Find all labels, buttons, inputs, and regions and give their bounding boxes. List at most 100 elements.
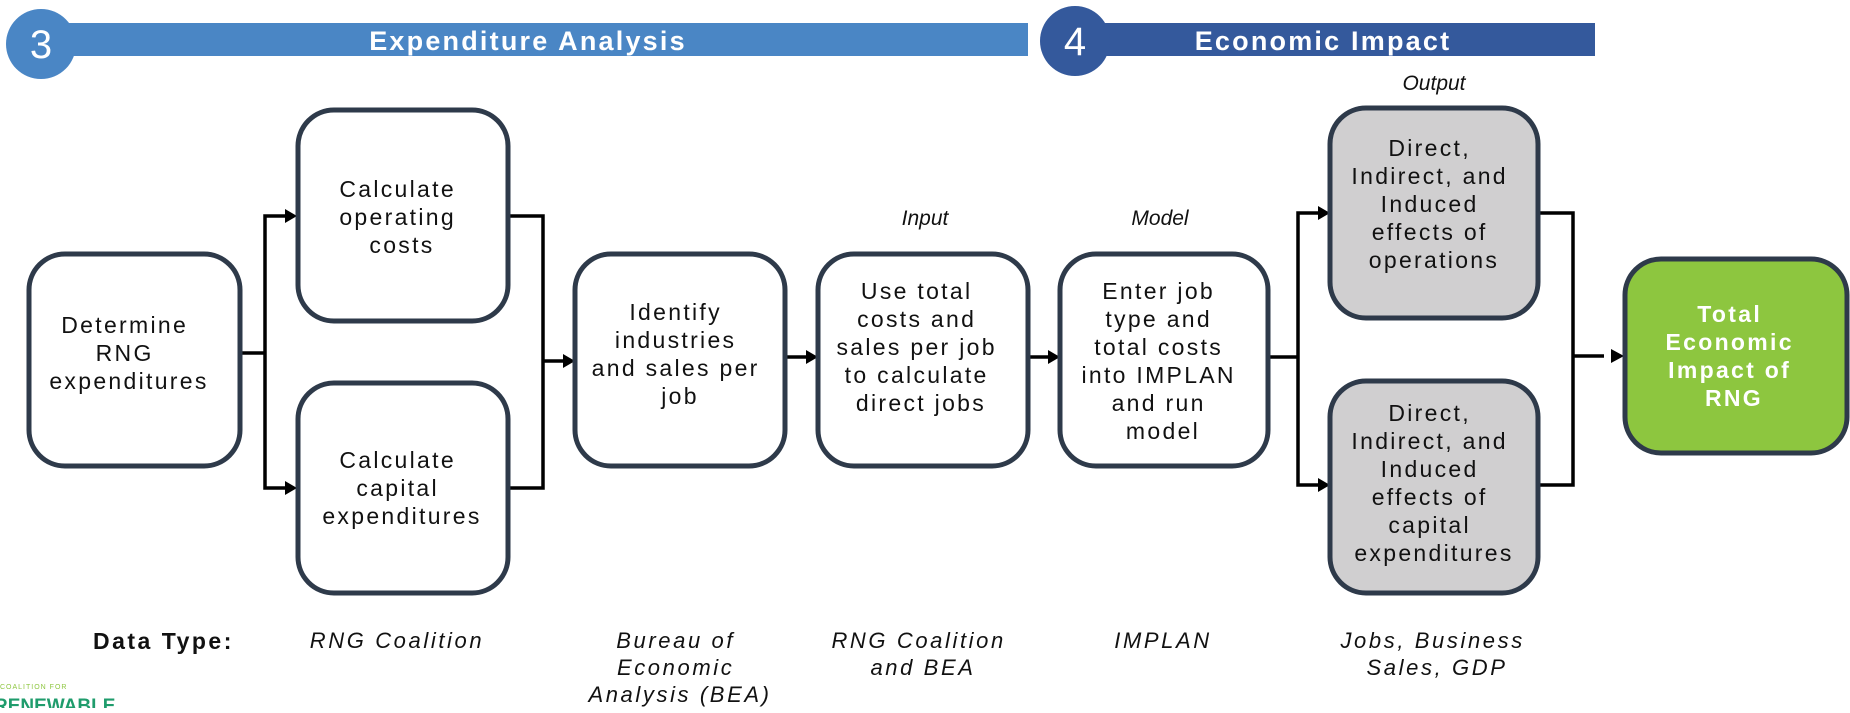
- arrowhead-identify: [563, 354, 575, 368]
- data-type-bea: Bureau of Economic Analysis (BEA): [586, 628, 771, 707]
- box-line: job: [660, 383, 699, 409]
- box-enter-job-type: Enter job type and total costs into IMPL…: [1057, 251, 1271, 469]
- data-type-rng-coalition: RNG Coalition: [310, 628, 484, 653]
- box-capital-shape: [295, 380, 511, 596]
- box-line: sales per job: [836, 334, 996, 360]
- box-total-economic-impact: Total Economic Impact of RNG: [1622, 256, 1850, 456]
- box-effects-of-capital-expenditures: Direct, Indirect, and Induced effects of…: [1327, 378, 1541, 596]
- data-type-line: IMPLAN: [1114, 628, 1212, 653]
- box-line: Total: [1697, 301, 1762, 327]
- box-effects-of-operations: Direct, Indirect, and Induced effects of…: [1327, 105, 1541, 321]
- stage-label-output: Output: [1402, 72, 1466, 95]
- box-line: costs and: [857, 306, 976, 332]
- data-type-line: Analysis (BEA): [586, 682, 771, 707]
- box-line: direct jobs: [856, 390, 986, 416]
- box-identify-text: Identify industries and sales per job: [592, 299, 769, 409]
- arrowhead-capital: [285, 481, 297, 495]
- coalition-logo: COALITION FOR RENEWABLE: [0, 684, 115, 713]
- box-identify-industries: Identify industries and sales per job: [572, 251, 788, 469]
- box-line: RNG: [1705, 385, 1763, 411]
- box-calculate-operating-costs: Calculate operating costs: [295, 107, 511, 324]
- stage-label-input: Input: [902, 207, 950, 230]
- box-line: Determine: [61, 312, 188, 338]
- box-determine-text: Determine RNG expenditures: [49, 312, 208, 394]
- data-type-line: Bureau of: [616, 628, 735, 653]
- box-line: Use total: [861, 278, 972, 304]
- connector-to-effects-capital: [1296, 357, 1320, 487]
- box-capital-text: Calculate capital expenditures: [322, 447, 481, 529]
- connector-operating-merge: [509, 214, 545, 361]
- box-determine-rng-expenditures: Determine RNG expenditures: [26, 251, 243, 469]
- box-line: capital: [1388, 512, 1471, 538]
- banner-expenditure-title: Expenditure Analysis: [369, 26, 687, 56]
- box-line: Induced: [1381, 456, 1479, 482]
- arrowhead-use-total: [806, 350, 818, 364]
- box-calculate-capital-expenditures: Calculate capital expenditures: [295, 380, 511, 596]
- connector-to-effects-operations: [1296, 211, 1320, 357]
- box-line: total costs: [1094, 334, 1223, 360]
- step-3-number: 3: [30, 23, 52, 67]
- banner-economic-impact: 4 Economic Impact: [1040, 6, 1595, 76]
- box-line: capital: [356, 475, 439, 501]
- data-type-jobs-business-sales: Jobs, Business Sales, GDP: [1339, 628, 1533, 680]
- logo-big-text: RENEWABLE: [0, 696, 115, 708]
- box-line: model: [1126, 418, 1200, 444]
- box-total-shape: [1622, 256, 1850, 456]
- box-effects-operations-text: Direct, Indirect, and Induced effects of…: [1351, 135, 1516, 273]
- connector-capital-merge: [509, 361, 545, 490]
- box-line: Direct,: [1388, 135, 1471, 161]
- box-line: Identify: [629, 299, 722, 325]
- banner-economic-bar: [1075, 23, 1595, 56]
- box-enter-job-text: Enter job type and total costs into IMPL…: [1081, 278, 1244, 444]
- box-line: Calculate: [339, 176, 456, 202]
- data-type-implan: IMPLAN: [1114, 628, 1212, 653]
- box-line: effects of: [1372, 219, 1488, 245]
- step-4-circle: [1040, 6, 1110, 76]
- box-operating-text: Calculate operating costs: [339, 176, 464, 258]
- box-line: industries: [615, 327, 736, 353]
- box-total-text: Total Economic Impact of RNG: [1665, 301, 1802, 411]
- data-type-rng-coalition-and-bea: RNG Coalition and BEA: [831, 628, 1014, 680]
- box-line: RNG: [96, 340, 154, 366]
- box-use-total-costs: Use total costs and sales per job to cal…: [815, 251, 1031, 469]
- data-type-line: Economic: [617, 655, 734, 680]
- box-line: expenditures: [1354, 540, 1513, 566]
- data-type-label: Data Type:: [93, 628, 234, 654]
- box-line: Direct,: [1388, 400, 1471, 426]
- box-line: expenditures: [49, 368, 208, 394]
- box-effects-capital-shape: [1327, 378, 1541, 596]
- connector-to-operating: [263, 214, 290, 353]
- box-line: effects of: [1372, 484, 1488, 510]
- data-type-line: Sales, GDP: [1367, 655, 1508, 680]
- connector-to-capital: [263, 353, 290, 490]
- box-line: into IMPLAN: [1081, 362, 1235, 388]
- box-line: Induced: [1381, 191, 1479, 217]
- box-operating-shape: [295, 107, 511, 324]
- box-effects-operations-shape: [1327, 105, 1541, 321]
- box-line: Indirect, and: [1351, 428, 1507, 454]
- box-effects-capital-text: Direct, Indirect, and Induced effects of…: [1351, 400, 1516, 566]
- banner-expenditure-bar: [40, 23, 1028, 56]
- box-line: Indirect, and: [1351, 163, 1507, 189]
- data-type-line: Jobs, Business: [1339, 628, 1524, 653]
- logo-small-text: COALITION FOR: [0, 684, 67, 691]
- box-line: and run: [1112, 390, 1206, 416]
- box-line: Calculate: [339, 447, 456, 473]
- connector-effects-capital-merge: [1539, 356, 1575, 487]
- box-line: type and: [1105, 306, 1212, 332]
- step-4-number: 4: [1064, 20, 1086, 64]
- arrowhead-enter-job: [1048, 350, 1060, 364]
- banner-expenditure-analysis: 3 Expenditure Analysis: [6, 9, 1028, 79]
- banner-economic-title: Economic Impact: [1195, 26, 1452, 56]
- stage-label-model: Model: [1131, 207, 1190, 230]
- box-use-total-shape: [815, 251, 1031, 469]
- arrowhead-total: [1611, 349, 1624, 363]
- box-determine-shape: [26, 251, 243, 469]
- box-enter-job-shape: [1057, 251, 1271, 469]
- box-identify-shape: [572, 251, 788, 469]
- box-line: to calculate: [845, 362, 989, 388]
- data-type-line: RNG Coalition: [831, 628, 1005, 653]
- arrowheads: [285, 206, 1624, 495]
- box-line: operations: [1369, 247, 1499, 273]
